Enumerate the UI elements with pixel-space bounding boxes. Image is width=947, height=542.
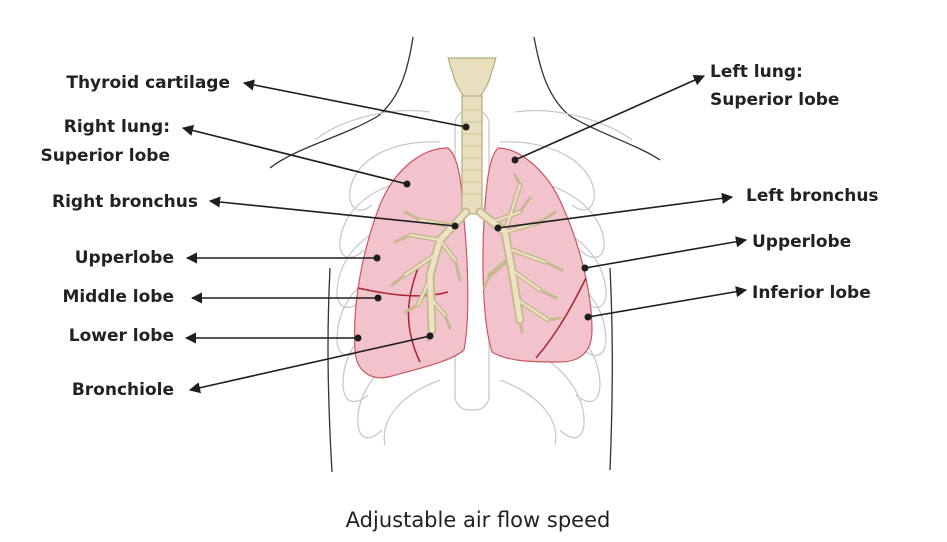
- label-right-lung-line1: Right lung:: [64, 117, 170, 137]
- leader-lines: [181, 74, 748, 394]
- leader-right-lung-superior: [181, 125, 408, 185]
- label-right-bronchus: Right bronchus: [52, 192, 198, 212]
- label-right-lung-line2: Superior lobe: [41, 146, 170, 166]
- caption: Adjustable air flow speed: [346, 508, 611, 532]
- leader-upperlobe-left: [584, 236, 748, 269]
- label-upperlobe-right: Upperlobe: [75, 248, 174, 268]
- label-middle-lobe: Middle lobe: [62, 287, 174, 307]
- leader-thyroid-cartilage: [242, 79, 467, 128]
- label-lower-lobe: Lower lobe: [69, 326, 174, 346]
- lung-fissures: [357, 261, 587, 363]
- label-bronchiole: Bronchiole: [72, 380, 174, 400]
- leader-left-bronchus: [497, 192, 734, 229]
- leader-right-bronchus: [208, 196, 456, 227]
- left-lung-shape: [482, 147, 593, 363]
- leader-bronchiole: [188, 335, 431, 394]
- label-left-lung-line2: Superior lobe: [710, 90, 839, 110]
- leader-inferior-lobe: [587, 286, 748, 318]
- right-lung-shape: [353, 147, 469, 379]
- airway-tree: [390, 57, 564, 342]
- label-thyroid-cartilage: Thyroid cartilage: [66, 73, 230, 93]
- label-upperlobe-left: Upperlobe: [752, 232, 851, 252]
- torso-outline: [269, 36, 661, 473]
- label-inferior-lobe: Inferior lobe: [752, 283, 871, 303]
- label-left-bronchus: Left bronchus: [746, 186, 879, 206]
- leader-left-lung-superior: [514, 74, 706, 161]
- label-left-lung-line1: Left lung:: [710, 62, 803, 82]
- labels: Thyroid cartilage Right lung: Superior l…: [41, 62, 879, 400]
